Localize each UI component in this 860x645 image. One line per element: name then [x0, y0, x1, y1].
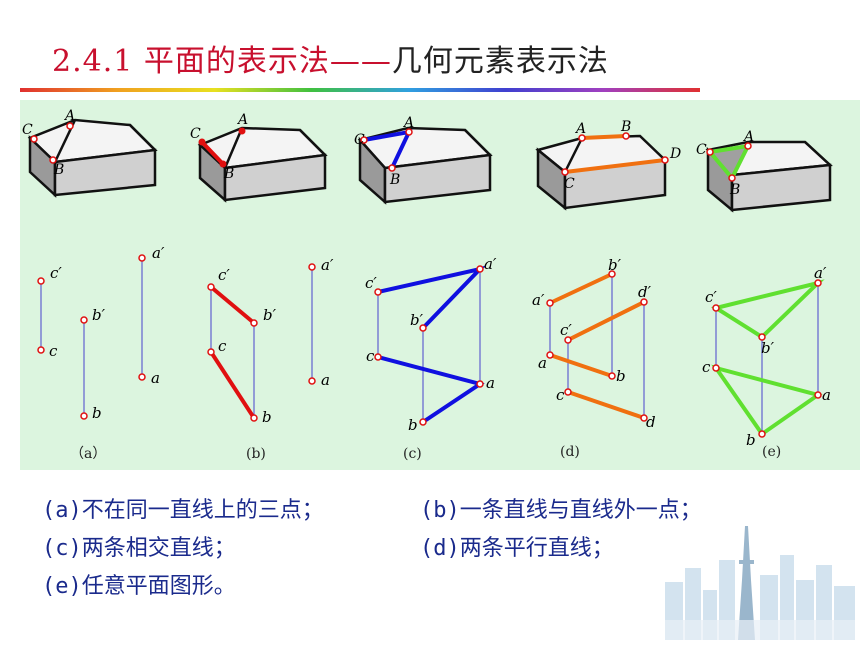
title-main: 平面的表示法—— — [143, 44, 392, 79]
pt-a-b: b — [92, 404, 102, 422]
pt-c-c-prime: c′ — [365, 274, 377, 292]
projection-e: c′ c b′ b a′ a (e) — [702, 264, 831, 460]
box-d: A B C D — [535, 119, 681, 211]
pt-c-b-prime: b′ — [410, 311, 424, 329]
pt-b-a-prime: a′ — [321, 256, 334, 274]
pt-b-c: c — [218, 337, 227, 355]
projection-figure: C A B C A B C A B — [20, 100, 860, 470]
pt-e-c-prime: c′ — [705, 288, 717, 306]
title-underline — [20, 88, 700, 92]
pt-c-a: a — [486, 374, 495, 392]
pt-a-b-prime: b′ — [92, 306, 106, 324]
box-d-label-d: D — [669, 146, 681, 162]
pt-d-d: d — [646, 413, 656, 431]
page-title: 2.4.1 平面的表示法——几何元素表示法 — [52, 36, 609, 80]
projection-c: c′ c b′ b a′ a (c) — [365, 255, 497, 462]
pt-d-b-prime: b′ — [608, 256, 622, 274]
box-d-label-c: C — [564, 176, 575, 192]
panel-label-d: (d) — [560, 444, 580, 460]
panel-label-e: (e) — [762, 444, 781, 460]
pt-e-b: b — [746, 431, 756, 449]
panel-label-b: (b) — [246, 446, 266, 462]
pt-a-a-prime: a′ — [152, 244, 165, 262]
box-d-label-b: B — [620, 119, 631, 135]
box-c-label-b: B — [389, 172, 400, 188]
box-c-label-c: C — [354, 132, 365, 148]
projection-a: c′ c b′ b a′ a （a） — [37, 244, 165, 462]
caption-a: (a)不在同一直线上的三点； — [42, 498, 324, 523]
box-e: C A B — [696, 129, 833, 213]
box-e-label-c: C — [696, 142, 707, 158]
caption-c: (c)两条相交直线； — [42, 536, 236, 561]
pt-a-a: a — [151, 369, 160, 387]
title-number: 2.4.1 — [52, 44, 134, 79]
box-a-label-b: B — [53, 162, 64, 178]
box-b-label-a: A — [236, 112, 248, 128]
pt-b-c-prime: c′ — [218, 266, 230, 284]
box-e-label-a: A — [742, 129, 754, 145]
title-rest: 几何元素表示法 — [391, 44, 609, 79]
pt-d-c: c — [556, 386, 565, 404]
pt-e-c: c — [702, 358, 711, 376]
pt-c-c: c — [366, 347, 375, 365]
pt-a-c: c — [49, 342, 58, 360]
panel-label-c: (c) — [403, 446, 422, 462]
pt-a-c-prime: c′ — [50, 264, 62, 282]
box-b: C A B — [190, 112, 328, 203]
box-b-label-b: B — [223, 166, 234, 182]
pt-b-b-prime: b′ — [263, 306, 277, 324]
pt-b-b: b — [262, 408, 272, 426]
projection-b: c′ c b′ b a′ a (b) — [207, 256, 334, 462]
pt-d-c-prime: c′ — [560, 321, 572, 339]
pt-c-a-prime: a′ — [484, 255, 497, 273]
caption-d: (d)两条平行直线； — [420, 536, 614, 561]
box-e-label-b: B — [729, 182, 740, 198]
pt-e-b-prime: b′ — [761, 339, 775, 357]
box-c-label-a: A — [402, 115, 414, 131]
pt-c-b: b — [408, 416, 418, 434]
pt-d-d-prime: d′ — [638, 283, 652, 301]
box-c: C A B — [354, 115, 493, 205]
pt-d-a: a — [538, 354, 547, 372]
box-b-label-c: C — [190, 126, 201, 142]
box-a: C A B — [22, 108, 158, 198]
pt-d-b: b — [616, 367, 626, 385]
panel-label-a: （a） — [70, 446, 106, 462]
city-skyline-decoration — [665, 526, 855, 640]
caption-b: (b)一条直线与直线外一点； — [420, 498, 702, 523]
pt-e-a: a — [822, 386, 831, 404]
pt-e-a-prime: a′ — [814, 264, 827, 282]
projection-d: a′ a b′ b c′ c d′ d (d) — [532, 256, 656, 460]
box-d-label-a: A — [574, 121, 586, 137]
pt-d-a-prime: a′ — [532, 291, 545, 309]
box-a-label-c: C — [22, 122, 33, 138]
caption-e: (e)任意平面图形。 — [42, 574, 236, 599]
box-a-label-a: A — [63, 108, 75, 124]
pt-b-a: a — [321, 371, 330, 389]
